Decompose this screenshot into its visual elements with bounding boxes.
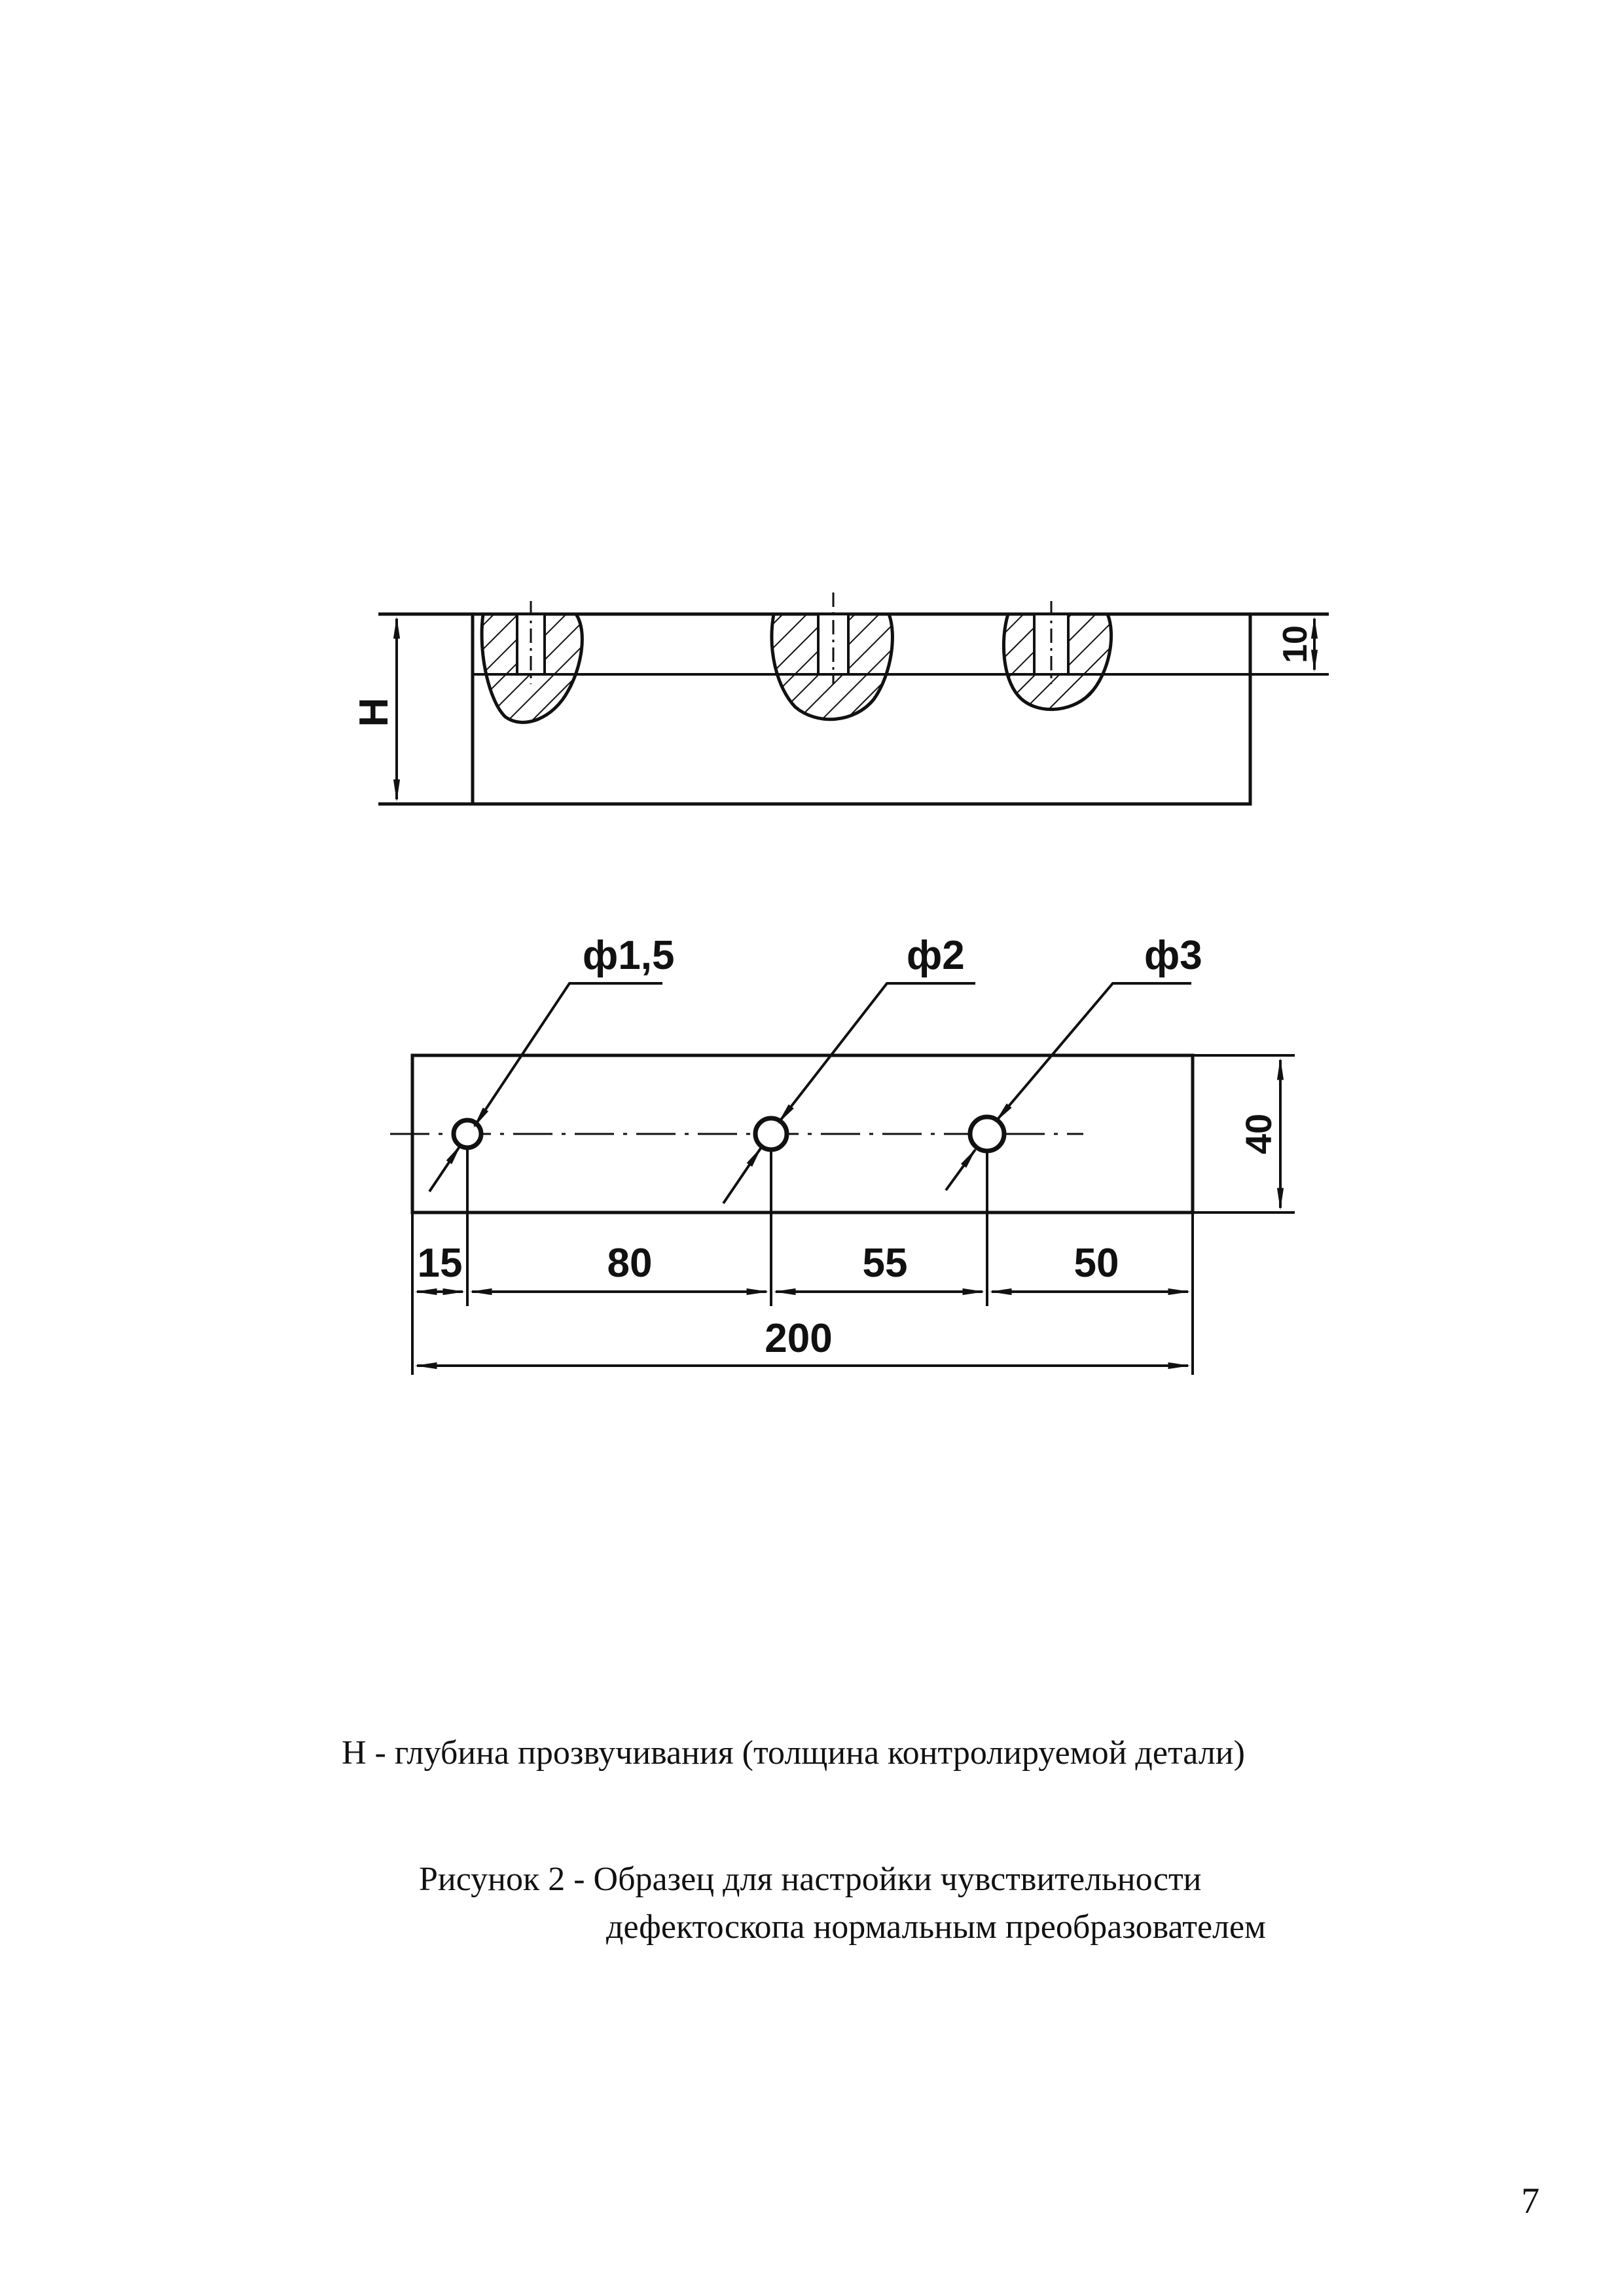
side-view: H 10 [352, 592, 1329, 806]
side-hole-1 [480, 601, 584, 724]
hole-depth-label: 10 [1276, 625, 1314, 663]
figure-caption-line-1: Рисунок 2 - Образец для настройки чувств… [419, 1861, 1202, 1898]
hole-label-1: ф1,5 [583, 933, 674, 978]
top-hole-2 [753, 1116, 789, 1152]
page-number: 7 [1521, 2181, 1540, 2221]
spacing-label-4: 50 [1074, 1241, 1119, 1286]
figure-caption-line-2: дефектоскопа нормальным преобразователем [606, 1908, 1266, 1946]
spacing-label-3: 55 [863, 1241, 908, 1286]
top-hole-3 [967, 1114, 1007, 1154]
hole-label-3: ф3 [1144, 933, 1202, 978]
top-view: ф1,5 ф2 ф3 40 15 80 55 50 200 [390, 933, 1295, 1375]
width-label: 40 [1238, 1114, 1279, 1154]
spacing-label-2: 80 [607, 1241, 653, 1286]
depth-note: Н - глубина прозвучивания (толщина контр… [342, 1734, 1245, 1772]
side-hole-2 [770, 592, 894, 721]
depth-label: H [352, 698, 397, 727]
hole-label-2: ф2 [907, 933, 965, 978]
diameter-leaders [428, 982, 1191, 1205]
side-hole-3 [1001, 601, 1113, 711]
spacing-label-1: 15 [418, 1241, 463, 1286]
total-length-label: 200 [765, 1316, 832, 1361]
